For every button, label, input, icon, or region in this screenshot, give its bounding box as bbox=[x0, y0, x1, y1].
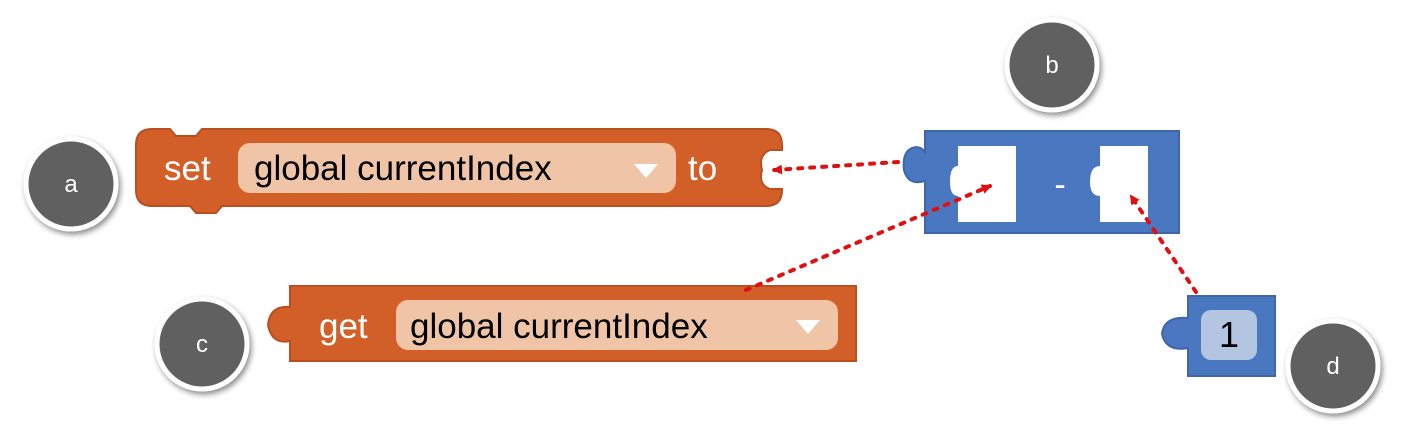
badge-b: b bbox=[1004, 17, 1100, 113]
set-suffix-to: to bbox=[688, 149, 717, 188]
arrow-get-to-math bbox=[744, 184, 992, 292]
badge-a: a bbox=[23, 136, 119, 232]
arrow-math-to-set bbox=[772, 160, 900, 175]
math-left-socket[interactable] bbox=[950, 146, 1016, 222]
triangle-down-icon bbox=[634, 164, 658, 178]
set-variable-label: global currentIndex bbox=[254, 149, 552, 188]
set-keyword: set bbox=[164, 149, 211, 188]
badge-d-label: d bbox=[1326, 353, 1339, 380]
badge-c: c bbox=[154, 296, 250, 392]
number-block[interactable]: 1 bbox=[1160, 295, 1276, 377]
badge-c-label: c bbox=[196, 331, 208, 358]
badge-a-label: a bbox=[64, 171, 78, 198]
set-variable-dropdown[interactable] bbox=[238, 143, 676, 193]
math-operator: - bbox=[1054, 166, 1065, 204]
get-block[interactable]: get global currentIndex bbox=[266, 285, 857, 362]
get-variable-label: global currentIndex bbox=[410, 307, 708, 346]
get-keyword: get bbox=[319, 307, 368, 346]
get-variable-dropdown[interactable] bbox=[396, 300, 838, 350]
triangle-down-icon bbox=[796, 320, 820, 334]
math-subtract-block[interactable]: - bbox=[902, 130, 1180, 234]
arrow-number-to-math bbox=[1129, 194, 1198, 294]
set-block[interactable]: set global currentIndex to bbox=[135, 128, 783, 214]
connection-arrows bbox=[744, 160, 1198, 294]
badge-b-label: b bbox=[1045, 52, 1058, 79]
number-field[interactable] bbox=[1201, 310, 1257, 360]
number-value: 1 bbox=[1219, 314, 1239, 355]
badge-d: d bbox=[1285, 318, 1381, 414]
